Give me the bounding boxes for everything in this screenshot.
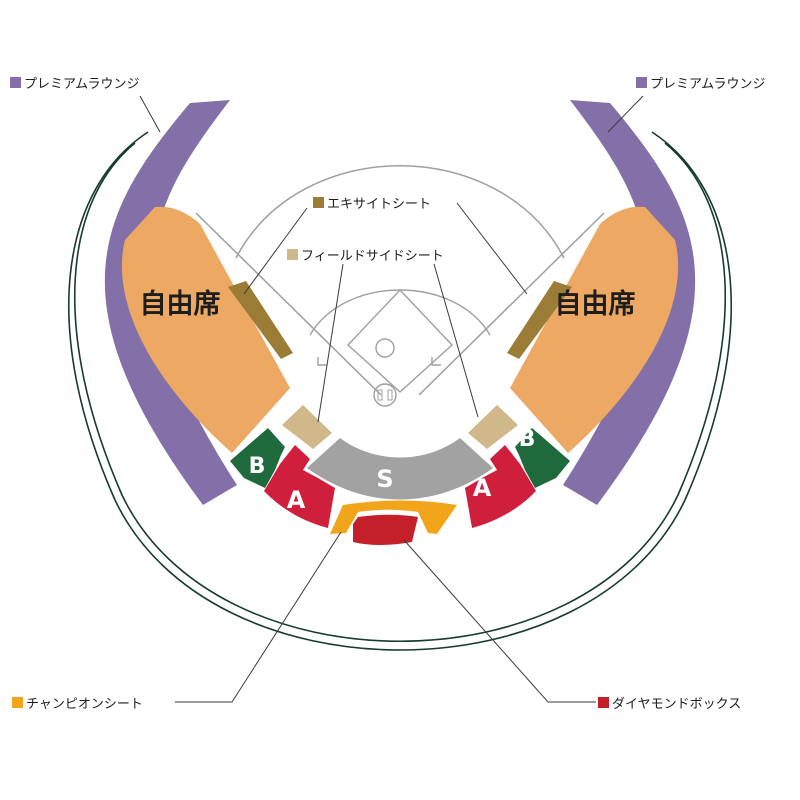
free-seat-left-label: 自由席 [140, 288, 221, 320]
legend-field-side-seat: フィールドサイドシート [287, 245, 444, 264]
leader-exciting-right [456, 202, 528, 295]
free-seat-right[interactable] [510, 206, 679, 453]
b-seat-left[interactable] [230, 428, 285, 488]
champion-seat-swatch [12, 697, 23, 708]
b-seat-right[interactable] [515, 428, 570, 488]
b-seat-right-label: B [519, 427, 536, 452]
home-plate-area [373, 383, 397, 407]
stadium-outline-inner [74, 142, 726, 642]
a-seat-left-label: A [287, 486, 306, 514]
field-side-seat-swatch [287, 249, 298, 260]
champion-seat[interactable] [330, 500, 457, 535]
s-seat-label: S [376, 465, 393, 493]
legend-premium-lounge-right: プレミアムラウンジ [636, 73, 765, 92]
legend-exciting-seat: エキサイトシート [313, 193, 431, 212]
exciting-seat-right[interactable] [507, 281, 572, 359]
stadium-outline-outer [67, 131, 733, 651]
a-seat-right-label: A [473, 474, 492, 502]
leader-premium-right [607, 95, 644, 133]
batters-box-left [377, 389, 383, 401]
diamond-box[interactable] [353, 514, 418, 545]
a-seat-left[interactable] [264, 445, 335, 528]
diamond-box-swatch [598, 697, 609, 708]
infield-diamond [346, 288, 454, 393]
leader-exciting-left [243, 207, 308, 295]
dugout-mark-left [317, 357, 327, 366]
free-seat-right-label: 自由席 [555, 288, 636, 320]
a-seat-right[interactable] [465, 445, 536, 528]
legend-label: プレミアムラウンジ [24, 77, 140, 92]
pitchers-mound [375, 338, 395, 358]
foul-line-left [195, 212, 382, 396]
field-side-seat-left[interactable] [282, 405, 332, 449]
legend-label: プレミアムラウンジ [650, 77, 766, 92]
legend-label: エキサイトシート [327, 197, 432, 212]
leader-champion [175, 531, 342, 703]
legend-label: フィールドサイドシート [301, 249, 444, 264]
b-seat-left-label: B [249, 454, 266, 479]
leader-diamond [403, 539, 596, 703]
exciting-seat-swatch [313, 197, 324, 208]
outfield-arc [235, 165, 565, 259]
premium-lounge-left[interactable] [104, 100, 237, 505]
leader-premium-left [139, 95, 161, 133]
premium-lounge-right[interactable] [563, 100, 696, 505]
legend-diamond-box: ダイヤモンドボックス [598, 693, 741, 712]
dugout-mark-right [431, 357, 441, 366]
leader-field-side-right [433, 263, 479, 418]
field-side-seat-right[interactable] [468, 405, 518, 449]
exciting-seat-left[interactable] [228, 281, 293, 359]
leader-field-side-left [317, 263, 344, 423]
premium-lounge-swatch [636, 77, 647, 88]
batters-box-right [387, 389, 393, 401]
premium-lounge-swatch [10, 77, 21, 88]
legend-premium-lounge-left: プレミアムラウンジ [10, 73, 139, 92]
free-seat-left[interactable] [121, 206, 290, 453]
legend-champion-seat: チャンピオンシート [12, 693, 143, 712]
infield-grass-arc [309, 289, 491, 336]
foul-line-right [418, 212, 605, 396]
s-seat[interactable] [307, 438, 493, 500]
legend-label: チャンピオンシート [26, 697, 143, 712]
legend-label: ダイヤモンドボックス [612, 697, 742, 712]
